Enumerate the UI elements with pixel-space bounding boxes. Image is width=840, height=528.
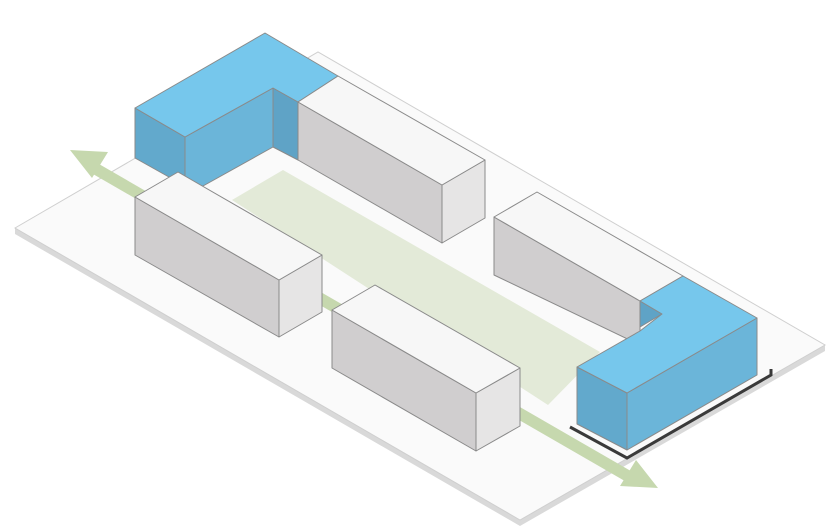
axis-arrowhead-se (620, 460, 658, 488)
building-south-bar (331, 284, 521, 452)
blue-roof (576, 275, 758, 394)
building-northwest-l (134, 32, 486, 244)
plot-boundary-line (569, 369, 773, 460)
green-courtyard (232, 170, 600, 405)
axis-arrowhead-nw (70, 150, 108, 178)
white-bar-roof (297, 75, 486, 186)
building-east-l (493, 191, 758, 451)
roof (134, 171, 323, 281)
roof (331, 284, 521, 394)
site-slab-side (15, 228, 825, 526)
building-west-bar (134, 171, 323, 338)
